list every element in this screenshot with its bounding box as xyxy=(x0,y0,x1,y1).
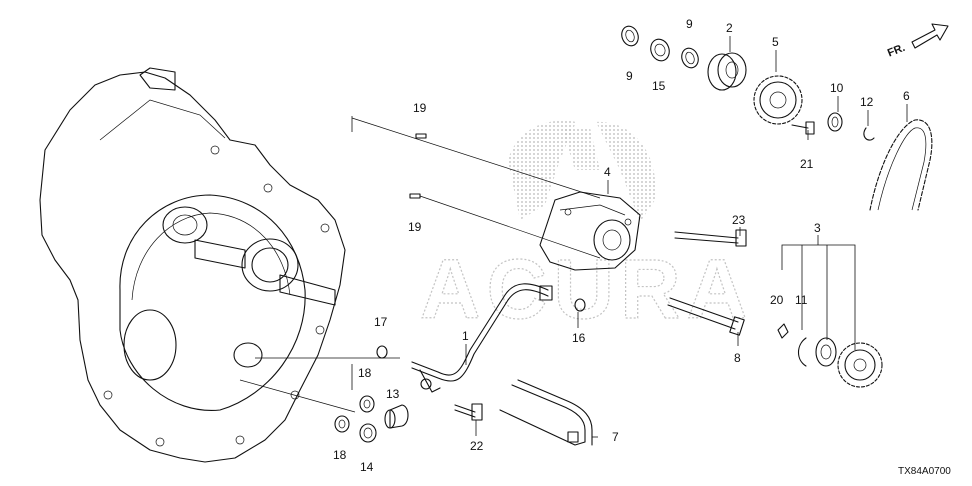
leader-lines xyxy=(465,36,908,438)
oil-pump-part-4 xyxy=(539,191,641,271)
washer-part-17 xyxy=(239,345,400,413)
front-label: FR. xyxy=(886,42,907,60)
oil-pipe-part-1 xyxy=(411,283,553,393)
callout-9-left: 9 xyxy=(626,69,633,83)
callout-12: 12 xyxy=(860,95,874,109)
drive-chain-part-6 xyxy=(869,119,933,211)
diagram-code: TX84A0700 xyxy=(898,466,951,477)
callout-18-upper: 18 xyxy=(358,366,372,380)
clip-part-20 xyxy=(777,323,789,339)
callout-18-lower: 18 xyxy=(333,448,347,462)
collar-part-13 xyxy=(384,404,409,429)
callout-3: 3 xyxy=(814,221,821,235)
sprocket-part-3 xyxy=(837,342,883,388)
bolt-part-22 xyxy=(454,403,483,421)
seal-part-9-left xyxy=(621,25,639,47)
callout-1: 1 xyxy=(462,329,469,343)
seal-part-18-upper xyxy=(359,395,375,413)
seal-part-15 xyxy=(650,38,670,62)
seal-part-3-inner xyxy=(815,337,837,367)
bolt-part-23 xyxy=(674,229,747,247)
callout-22: 22 xyxy=(470,439,484,453)
callout-labels: 1 2 3 4 5 6 7 8 9 9 10 11 12 13 14 15 16… xyxy=(333,17,910,474)
seal-part-18-lower xyxy=(334,415,350,433)
seal-part-9-right xyxy=(681,47,699,69)
callout-19-upper: 19 xyxy=(413,101,427,115)
callout-7: 7 xyxy=(612,430,619,444)
chain-assembly-part-3 xyxy=(781,235,856,350)
callout-2: 2 xyxy=(726,21,733,35)
callout-21: 21 xyxy=(800,157,814,171)
sprocket-part-5 xyxy=(753,75,803,125)
callout-5: 5 xyxy=(772,35,779,49)
washer-part-10 xyxy=(827,112,843,132)
brand-watermark: ACURA xyxy=(419,120,753,337)
callout-6: 6 xyxy=(903,89,910,103)
collar-part-14 xyxy=(359,423,377,443)
callout-13: 13 xyxy=(386,387,400,401)
front-direction-arrow: FR. xyxy=(886,23,949,60)
snap-ring-part-12 xyxy=(863,127,875,141)
callout-23: 23 xyxy=(732,213,746,227)
callout-17: 17 xyxy=(374,315,388,329)
bolt-part-21 xyxy=(791,121,815,135)
callout-16: 16 xyxy=(572,331,586,345)
callout-19-lower: 19 xyxy=(408,220,422,234)
transmission-case xyxy=(39,67,346,463)
callout-20: 20 xyxy=(770,293,784,307)
dowel-pin-part-19 xyxy=(351,116,601,259)
watermark-text: ACURA xyxy=(420,242,753,336)
bolt-part-8 xyxy=(667,297,745,336)
oil-pipe-part-7 xyxy=(499,379,593,446)
snap-ring-part-11 xyxy=(797,337,807,367)
callout-15: 15 xyxy=(652,79,666,93)
callout-11: 11 xyxy=(795,293,808,307)
callout-4: 4 xyxy=(604,165,611,179)
callout-10: 10 xyxy=(830,81,844,95)
callout-14: 14 xyxy=(360,460,374,474)
callout-8: 8 xyxy=(734,351,741,365)
washer-part-16 xyxy=(574,298,586,312)
callout-9-right: 9 xyxy=(686,17,693,31)
hub-part-2 xyxy=(707,52,747,91)
